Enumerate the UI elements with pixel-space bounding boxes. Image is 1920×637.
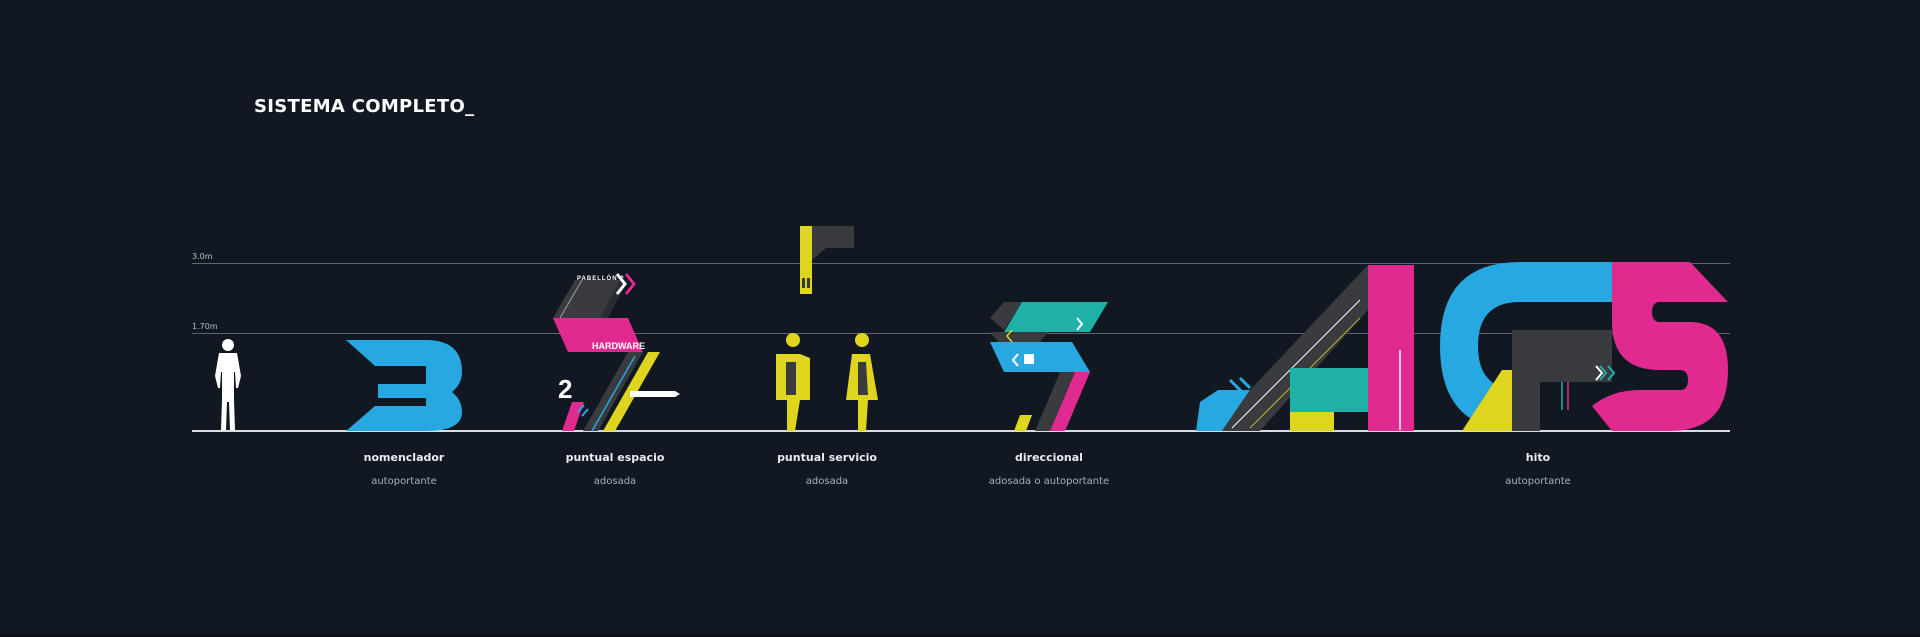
nomenclador-sign bbox=[346, 340, 462, 431]
chevron-left-icon bbox=[1006, 329, 1013, 343]
height-label-3m: 3.0m bbox=[192, 252, 213, 261]
height-label-170: 1.70m bbox=[192, 322, 218, 331]
hardware-label: HARDWARE bbox=[592, 341, 645, 351]
item-name: direccional bbox=[1015, 451, 1083, 464]
item-direccional: direccional adosada o autoportante bbox=[949, 451, 1149, 487]
puntual-servicio-sign bbox=[776, 226, 878, 431]
height-line-170 bbox=[192, 333, 1730, 334]
item-type: adosada o autoportante bbox=[988, 476, 1110, 487]
chevron-right-icon bbox=[1599, 365, 1616, 381]
hito-sign bbox=[1196, 262, 1728, 431]
footer-band bbox=[0, 634, 1920, 637]
human-silhouette-icon bbox=[215, 339, 241, 430]
item-puntual-espacio: puntual espacio adosada bbox=[515, 451, 715, 487]
item-type: autoportante bbox=[371, 476, 437, 487]
number-label: 2 bbox=[558, 374, 572, 404]
chevron-right-icon bbox=[1076, 317, 1084, 331]
item-nomenclador: nomenclador autoportante bbox=[304, 451, 504, 487]
direccional-sign bbox=[990, 302, 1108, 431]
item-name: puntual espacio bbox=[565, 451, 665, 464]
chevron-right-icon bbox=[624, 273, 636, 295]
page-title: SISTEMA COMPLETO_ bbox=[254, 96, 475, 117]
chevron-right-icon bbox=[615, 273, 627, 295]
ground-line bbox=[192, 430, 1730, 432]
item-type: adosada bbox=[593, 476, 637, 487]
height-line-3m bbox=[192, 263, 1730, 264]
item-type: adosada bbox=[805, 476, 849, 487]
chevron-left-icon bbox=[1011, 353, 1019, 367]
chevron-right-icon bbox=[1595, 365, 1604, 381]
item-type: autoportante bbox=[1505, 476, 1571, 487]
chevron-right-icon bbox=[1228, 376, 1252, 402]
item-name: puntual servicio bbox=[777, 451, 877, 464]
restroom-icon bbox=[802, 278, 810, 288]
item-puntual-servicio: puntual servicio adosada bbox=[727, 451, 927, 487]
puntual-espacio-sign: PABELLÓN 2 HARDWARE 2 bbox=[553, 273, 680, 432]
pabellon-label: PABELLÓN 2 bbox=[577, 274, 625, 282]
item-name: nomenclador bbox=[363, 451, 445, 464]
item-name: hito bbox=[1525, 451, 1551, 464]
item-hito: hito autoportante bbox=[1438, 451, 1638, 487]
